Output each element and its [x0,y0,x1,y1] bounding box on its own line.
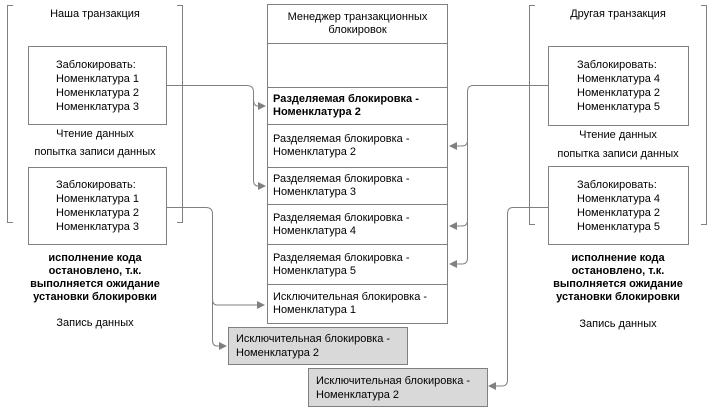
right-read-label: Чтение данных [579,129,657,141]
lock-row-shared-3: Разделяемая блокировка - Номенклатура 3 [267,167,448,205]
left-read-lock-connector [166,85,260,187]
lock-item: Номенклатура 2 [577,206,660,219]
arrow-to-shared-lock-3 [258,182,266,190]
lock-item: Номенклатура 2 [56,207,139,219]
waiting-lock-right: Исключительная блокировка - Номенклатура… [308,368,488,407]
right-transaction-bracket [529,5,707,225]
lock-item: Номенклатура 1 [56,72,139,85]
lock-item: Номенклатура 2 [56,86,139,99]
right-write-attempt-label: попытка записи данных [557,148,679,160]
lock-box-header: Заблокировать: [577,178,657,191]
lock-item: Номенклатура 5 [577,220,660,233]
right-read-lock-connector [455,85,548,265]
lock-item: Номенклатура 3 [56,100,139,113]
lock-item: Номенклатура 3 [56,221,139,233]
arrow-to-shared-lock-2-bold [258,102,266,110]
right-write-lock-connector [496,207,548,387]
arrow-to-exclusive-lock-1 [257,301,265,309]
left-read-label: Чтение данных [56,128,134,140]
arrow-to-shared-lock-4 [449,222,457,230]
right-transaction-title: Другая транзакция [570,8,666,20]
arrow-to-shared-lock-2 [449,142,457,150]
arrow-to-shared-lock-5 [449,260,457,268]
lock-row-shared-5: Разделяемая блокировка - Номенклатура 5 [267,244,448,285]
arrow-to-waiting-lock-right [488,382,496,390]
lock-item: Номенклатура 2 [577,87,660,99]
arrow-to-waiting-lock-left [219,342,227,350]
lock-item: Номенклатура 5 [577,101,660,113]
lock-manager-column: Менеджер транзакционных блокировок Разде… [267,4,448,324]
lock-item: Номенклатура 4 [577,73,660,85]
lock-row-empty [267,43,448,88]
lock-row-shared-2-bold: Разделяемая блокировка - Номенклатура 2 [267,87,448,125]
lock-box-header: Заблокировать: [577,59,657,71]
left-read-lock-box: Заблокировать: Номенклатура 1 Номенклату… [28,46,167,125]
lock-box-header: Заблокировать: [56,58,136,71]
left-wait-note: исполнение кода остановлено, т.к. выполн… [30,252,160,303]
lock-row-shared-4: Разделяемая блокировка - Номенклатура 4 [267,204,448,245]
left-write-lock-connector [166,207,259,347]
left-transaction-title: Наша транзакция [50,8,140,20]
left-write-lock-box: Заблокировать: Номенклатура 1 Номенклату… [28,167,167,245]
left-write-label: Запись данных [56,317,134,329]
lock-item: Номенклатура 1 [56,193,139,205]
right-write-lock-box: Заблокировать: Номенклатура 4 Номенклату… [548,166,689,245]
lock-box-header: Заблокировать: [56,179,136,191]
lock-item: Номенклатура 4 [577,192,660,205]
lock-row-exclusive-1: Исключительная блокировка - Номенклатура… [267,284,448,324]
waiting-lock-left: Исключительная блокировка - Номенклатура… [228,327,408,365]
right-write-label: Запись данных [579,318,657,330]
lock-manager-title: Менеджер транзакционных блокировок [267,4,448,44]
right-wait-note: исполнение кода остановлено, т.к. выполн… [553,252,683,303]
arrowheads [219,102,496,390]
left-write-attempt-label: попытка записи данных [34,146,156,158]
left-transaction-bracket [7,5,183,223]
right-read-lock-box: Заблокировать: Номенклатура 4 Номенклату… [548,46,689,126]
lock-row-shared-2: Разделяемая блокировка - Номенклатура 2 [267,124,448,168]
